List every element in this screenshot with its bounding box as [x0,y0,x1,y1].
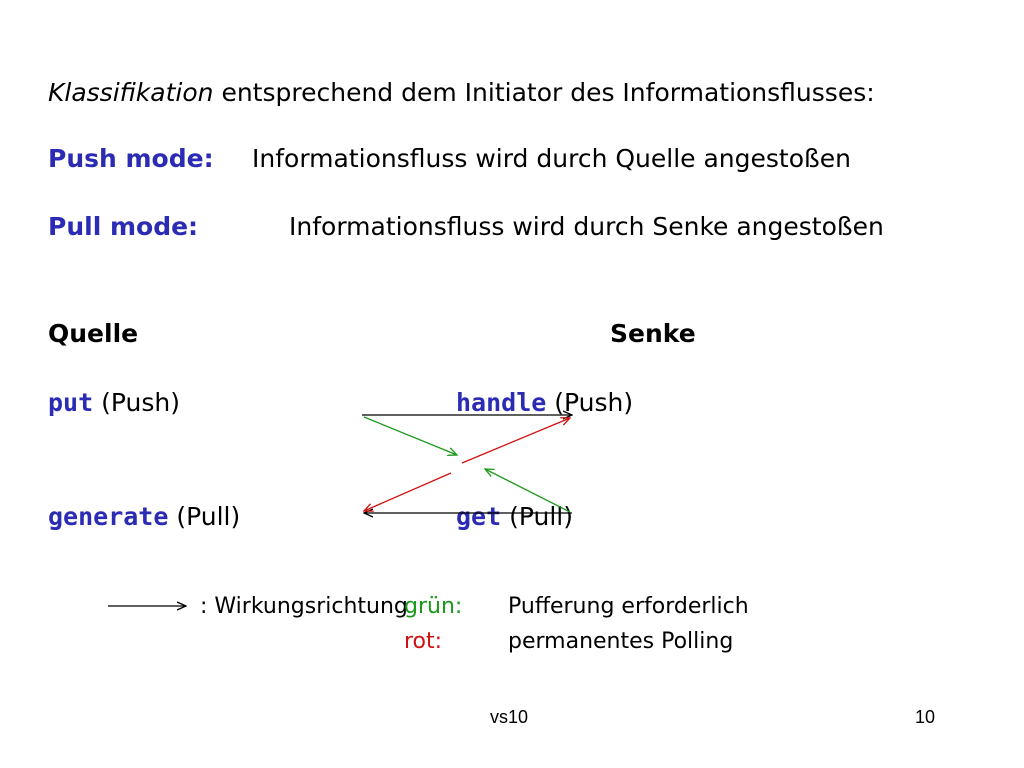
push-mode-label: Push mode: [48,144,214,173]
page-number: 10 [915,707,936,727]
legend-green-text: Pufferung erforderlich [508,594,749,619]
push-buffer-arrow-green [363,416,457,455]
column-sink: Senke [610,319,696,348]
op-get-mode: (Pull) [509,502,573,531]
op-get: get (Pull) [456,502,573,532]
op-handle-name: handle [456,388,547,417]
op-generate-mode: (Pull) [176,502,241,531]
push-poll-arrow-red [461,418,570,464]
intro-rest: entsprechend dem Initiator des Informati… [213,78,875,107]
op-put-name: put [48,388,94,417]
legend-arrow-desc: : Wirkungsrichtung [200,594,408,619]
intro-line: Klassifikation entsprechend dem Initiato… [48,78,875,108]
legend-red-label: rot: [404,629,443,654]
pull-buffer-arrow-green [485,469,571,513]
pull-poll-arrow-red [364,472,452,511]
legend-red-text: permanentes Polling [508,629,734,654]
push-mode-text: Informationsfluss wird durch Quelle ange… [252,144,851,173]
op-handle: handle (Push) [456,388,633,418]
op-generate: generate (Pull) [48,502,240,532]
footer-title: vs10 [490,707,529,727]
pull-mode-label: Pull mode: [48,212,199,241]
pull-mode-text: Informationsfluss wird durch Senke anges… [289,212,884,241]
op-generate-name: generate [48,502,169,531]
op-put-mode: (Push) [101,388,180,417]
legend-green-label: grün: [404,594,463,619]
op-get-name: get [456,502,502,531]
intro-italic: Klassifikation [48,78,214,107]
column-source: Quelle [48,319,139,348]
op-put: put (Push) [48,388,180,418]
